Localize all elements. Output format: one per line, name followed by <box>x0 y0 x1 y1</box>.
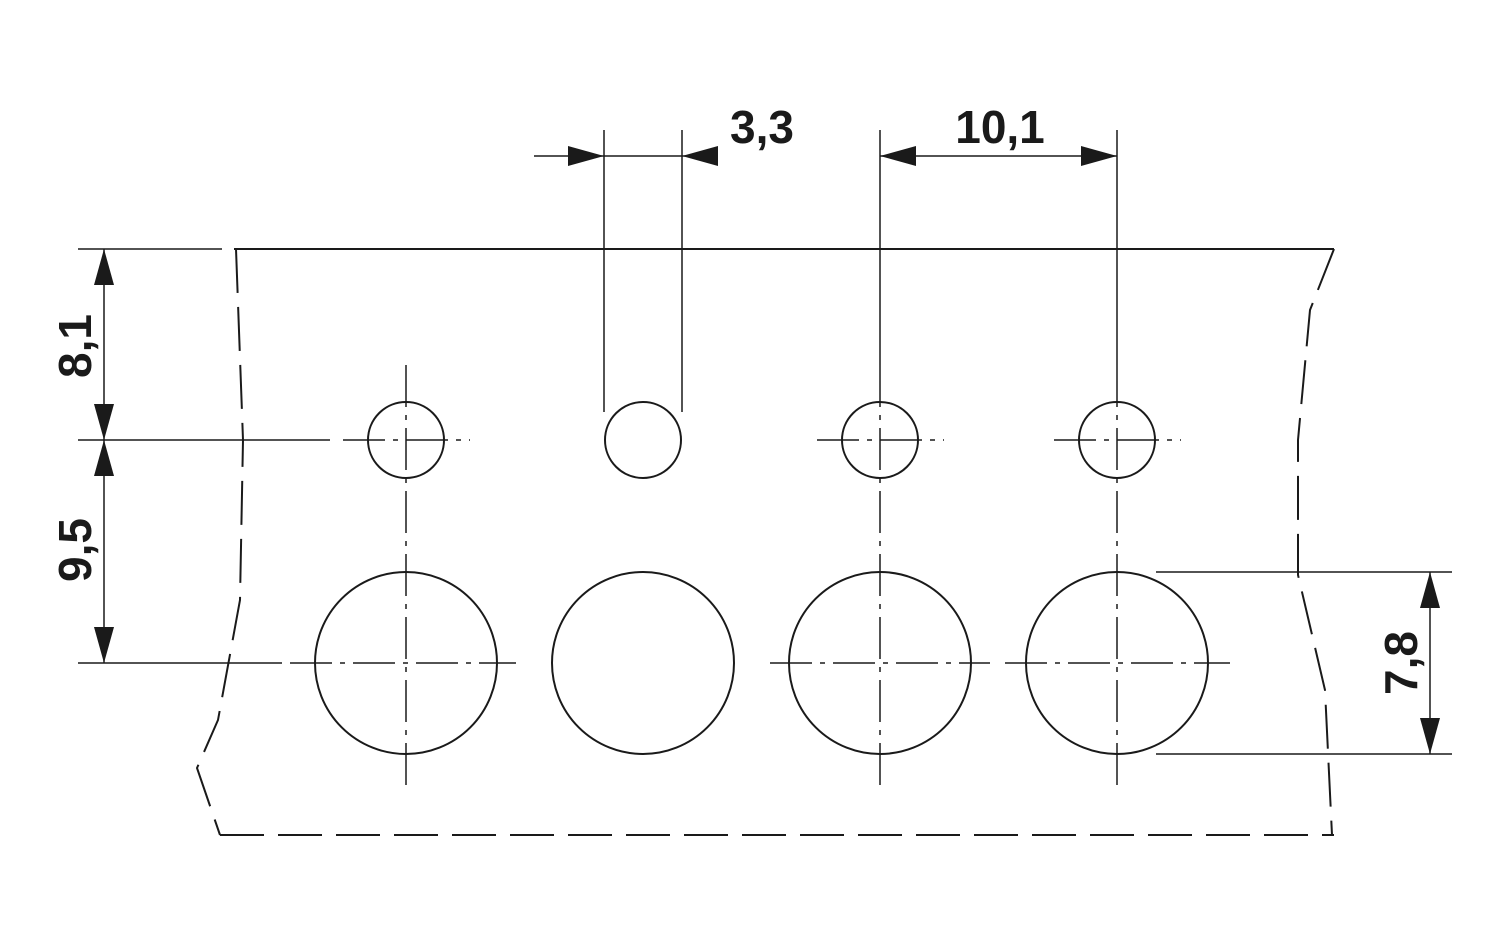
dimension-hole-diameter: 3,3 <box>534 101 794 412</box>
board-left-break-edge <box>195 248 245 836</box>
top-offset-label: 8,1 <box>49 314 101 378</box>
dimension-vertical-left: 8,1 9,5 <box>49 248 330 664</box>
dimension-pitch: 10,1 <box>879 101 1118 365</box>
large-hole-diameter-label: 7,8 <box>1375 631 1427 695</box>
arrowhead <box>682 146 718 166</box>
arrowhead <box>1420 718 1440 754</box>
small-hole <box>604 401 682 479</box>
arrowhead <box>1420 572 1440 608</box>
small-holes-row <box>367 401 1156 479</box>
large-hole <box>551 571 735 755</box>
arrowhead <box>94 627 114 663</box>
board-right-break-edge <box>1297 248 1335 836</box>
large-hole <box>1025 571 1209 755</box>
hole-diameter-label: 3,3 <box>730 101 794 153</box>
arrowhead <box>94 404 114 440</box>
center-lines <box>290 365 1230 790</box>
board-outline <box>195 248 1335 836</box>
dimension-large-hole-diameter: 7,8 <box>1156 571 1452 755</box>
arrowhead <box>880 146 916 166</box>
row-spacing-label: 9,5 <box>49 518 101 582</box>
arrowhead <box>1081 146 1117 166</box>
pitch-label: 10,1 <box>955 101 1045 153</box>
large-hole <box>788 571 972 755</box>
arrowhead <box>94 440 114 476</box>
arrowhead <box>568 146 604 166</box>
arrowhead <box>94 249 114 285</box>
